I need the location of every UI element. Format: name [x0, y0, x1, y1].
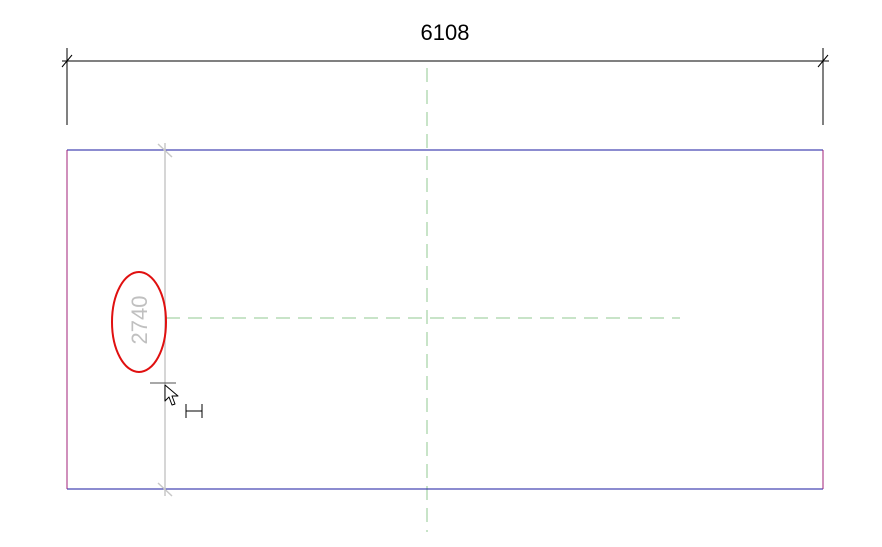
width-dimension-left-tick	[61, 54, 73, 68]
width-dimension[interactable]: 6108	[61, 20, 829, 125]
dimension-tool-icon	[185, 404, 203, 418]
width-dimension-value[interactable]: 6108	[421, 20, 470, 45]
arrow-cursor-icon	[164, 384, 179, 406]
rectangle-outline[interactable]	[66, 149, 824, 490]
temporary-dimension-bottom-tick	[157, 482, 173, 497]
temporary-dimension-top-tick	[157, 143, 173, 158]
temporary-dimension-value[interactable]: 2740	[127, 296, 152, 345]
width-dimension-right-tick	[817, 54, 829, 68]
highlight-ellipse	[111, 271, 167, 373]
